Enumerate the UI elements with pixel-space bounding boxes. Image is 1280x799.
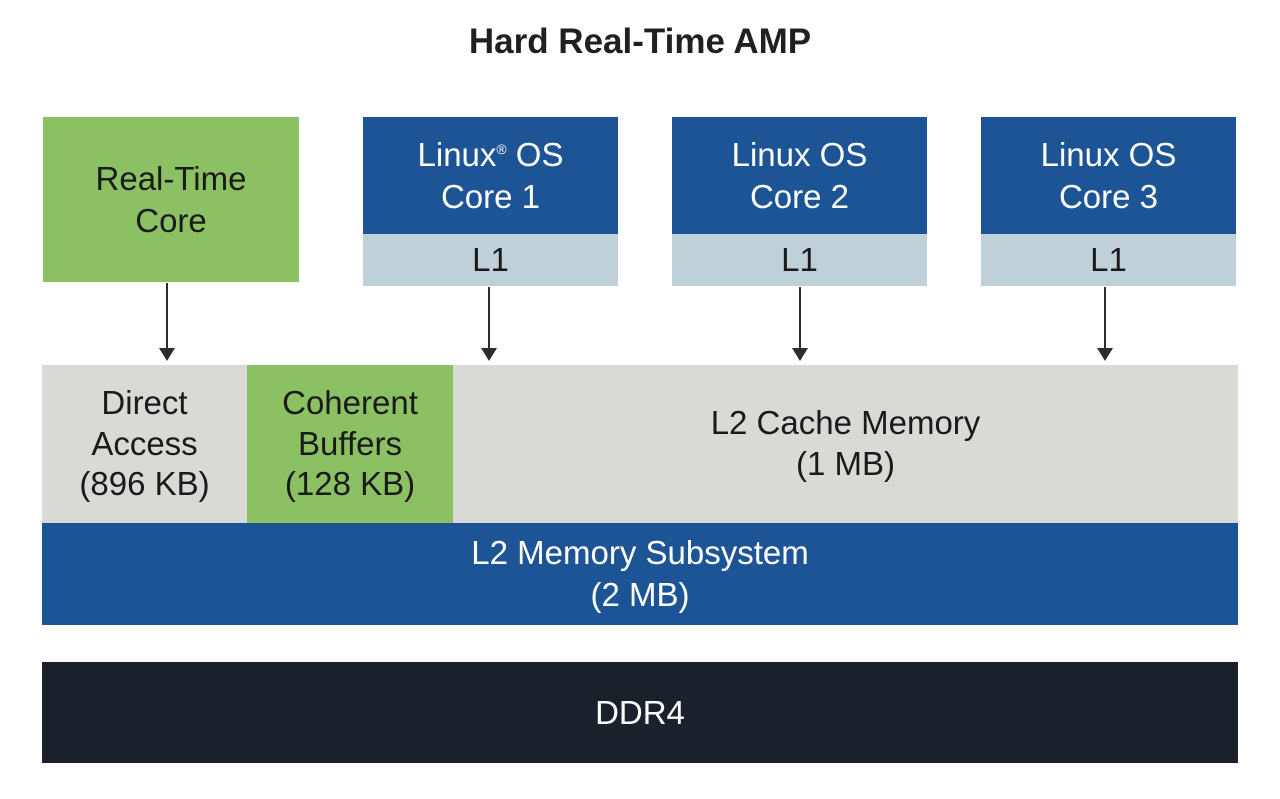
- linux-core-2-core-line: Core 2: [749, 177, 850, 215]
- arrow-head: [1097, 348, 1113, 361]
- linux-core-2-box: Linux OS Core 2 L1: [672, 117, 927, 286]
- coherent-buffers-segment: Coherent Buffers (128 KB): [247, 365, 453, 523]
- linux-core-3-label: Linux OS Core 3: [981, 117, 1236, 234]
- direct-access-line2: Access: [91, 424, 198, 462]
- arrow-line: [799, 287, 801, 348]
- l1-cache-core-3: L1: [981, 234, 1236, 286]
- registered-trademark-symbol: ®: [496, 140, 507, 157]
- linux-core-2-label: Linux OS Core 2: [672, 117, 927, 234]
- l2-subsystem-line1: L2 Memory Subsystem: [471, 534, 809, 572]
- l1-cache-core-1: L1: [363, 234, 618, 286]
- arrow-line: [488, 287, 490, 348]
- direct-access-line1: Direct: [101, 383, 188, 421]
- linux-brand-text: Linux: [1040, 135, 1120, 173]
- arrow-head: [481, 348, 497, 361]
- l2-cache-line2: (1 MB): [796, 445, 895, 482]
- l2-row: Direct Access (896 KB) Coherent Buffers …: [42, 365, 1238, 523]
- direct-access-line3: (896 KB): [79, 465, 210, 503]
- realtime-core-box: Real-Time Core: [43, 117, 299, 282]
- linux-core-3-box: Linux OS Core 3 L1: [981, 117, 1236, 286]
- l2-memory-subsystem-bar: L2 Memory Subsystem (2 MB): [42, 523, 1238, 625]
- l2-cache-memory-segment: L2 Cache Memory (1 MB): [453, 365, 1238, 523]
- coherent-buffers-line1: Coherent: [282, 383, 418, 421]
- realtime-core-label-line2: Core: [135, 201, 207, 239]
- os-text: OS: [810, 135, 868, 173]
- arrow-head: [792, 348, 808, 361]
- down-arrow-realtime-core-icon: [159, 283, 175, 361]
- l1-cache-core-2: L1: [672, 234, 927, 286]
- linux-core-1-label: Linux® OS Core 1: [363, 117, 618, 234]
- arrow-line: [1104, 287, 1106, 348]
- linux-core-1-box: Linux® OS Core 1 L1: [363, 117, 618, 286]
- linux-core-1-core-line: Core 1: [440, 177, 541, 215]
- l2-subsystem-line2: (2 MB): [590, 576, 690, 613]
- linux-core-3-core-line: Core 3: [1058, 177, 1159, 215]
- os-text: OS: [506, 135, 564, 173]
- realtime-core-label-line1: Real-Time: [95, 159, 247, 197]
- linux-core-3-os-line: Linux OS: [1041, 134, 1177, 176]
- down-arrow-core-2-icon: [792, 287, 808, 361]
- ddr4-label: DDR4: [595, 693, 685, 731]
- os-text: OS: [1119, 135, 1177, 173]
- linux-brand-text: Linux: [417, 135, 497, 173]
- down-arrow-core-3-icon: [1097, 287, 1113, 361]
- down-arrow-core-1-icon: [481, 287, 497, 361]
- direct-access-segment: Direct Access (896 KB): [42, 365, 247, 523]
- coherent-buffers-line2: Buffers: [298, 424, 402, 462]
- coherent-buffers-line3: (128 KB): [284, 465, 416, 503]
- arrow-head: [159, 348, 175, 361]
- l2-cache-line1: L2 Cache Memory: [710, 404, 981, 442]
- linux-core-1-os-line: Linux® OS: [418, 134, 564, 176]
- linux-core-2-os-line: Linux OS: [732, 134, 868, 176]
- arrow-line: [166, 283, 168, 348]
- diagram-title: Hard Real-Time AMP: [468, 22, 812, 61]
- ddr4-bar: DDR4: [42, 662, 1238, 763]
- linux-brand-text: Linux: [731, 135, 811, 173]
